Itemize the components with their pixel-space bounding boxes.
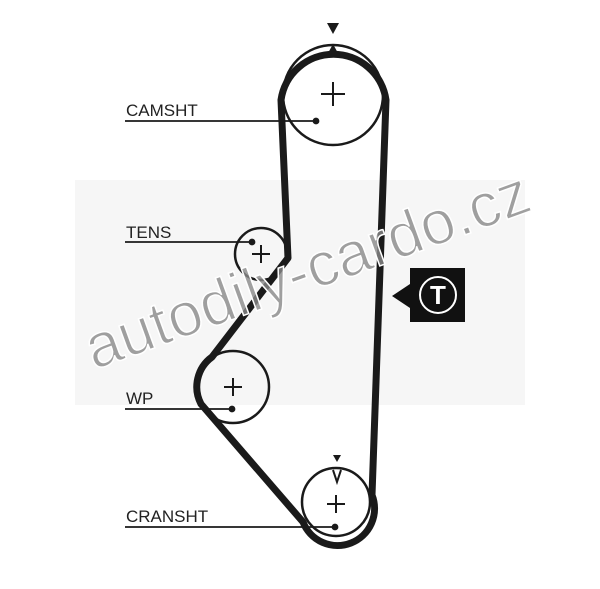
tensioner-label: TENS <box>126 223 171 242</box>
water-pump-center-mark <box>224 378 242 396</box>
crankshaft-pulley <box>300 466 372 538</box>
crankshaft-center-mark <box>327 495 345 513</box>
crankshaft-leader-dot <box>331 523 339 531</box>
camshaft-timing-mark-top <box>327 23 339 34</box>
crankshaft-timing-mark-bottom <box>332 469 342 486</box>
tensioner-center-mark <box>252 245 270 263</box>
water-pump-leader-dot <box>228 405 236 413</box>
camshaft-center-mark <box>321 82 345 106</box>
tensioner-badge: T <box>392 268 465 322</box>
tensioner-leader-dot <box>248 238 256 246</box>
timing-belt <box>193 50 390 550</box>
water-pump-label: WP <box>126 389 153 408</box>
crankshaft-timing-mark-top <box>333 455 341 462</box>
tensioner-badge-letter: T <box>430 280 446 310</box>
camshaft-timing-mark-bottom <box>327 44 339 55</box>
crankshaft-label: CRANSHT <box>126 507 208 526</box>
camshaft-leader-dot <box>312 117 320 125</box>
camshaft-label: CAMSHT <box>126 101 198 120</box>
